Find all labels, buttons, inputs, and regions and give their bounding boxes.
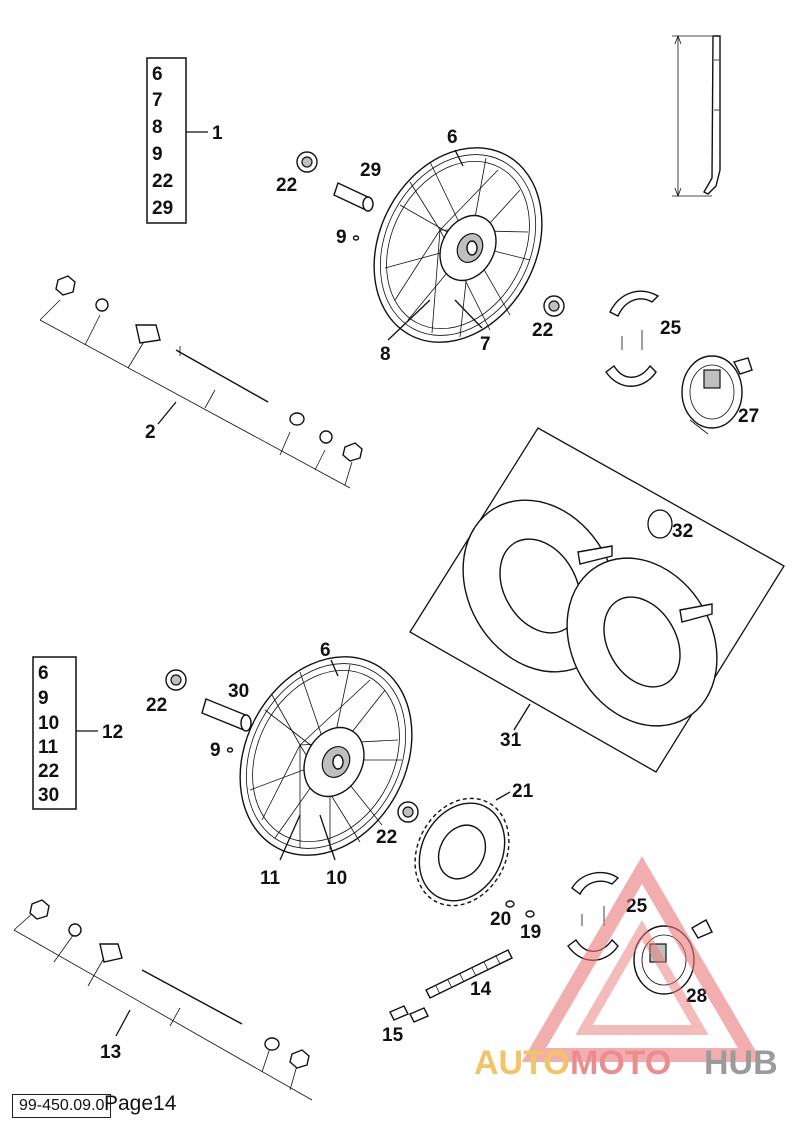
sprocket-nut: [525, 910, 535, 918]
callout-front-spoke-8: 8: [380, 344, 391, 365]
rear-spacer-30: [201, 698, 252, 732]
kit-front-item: 7: [152, 90, 163, 111]
kit-rear-ref: 12: [102, 722, 123, 743]
callout-rear-bearing-right: 22: [376, 827, 397, 848]
kit-rear-item: 6: [38, 663, 49, 684]
callout-sprocket: 21: [512, 781, 534, 802]
callout-circlip: 32: [672, 521, 693, 542]
rear-spacer-9: [226, 747, 234, 753]
front-bearing-left: [296, 151, 318, 173]
kit-rear-item: 11: [38, 737, 59, 758]
callout-rear-bearing-left: 22: [146, 695, 167, 716]
callout-front-spacer-9: 9: [336, 227, 347, 248]
kit-front-item: 9: [152, 144, 163, 165]
front-brake-shoes: [605, 290, 660, 387]
kit-rear-item: 22: [38, 761, 59, 782]
document-code: 99-450.09.0: [12, 1094, 112, 1118]
kit-front-ref: 1: [212, 123, 223, 144]
front-wheel-kit-box: 6 7 8 9 22 29 1: [146, 57, 223, 224]
callout-front-spoke-7: 7: [480, 334, 491, 355]
chain-master-link: [389, 1005, 429, 1023]
spoke-wrench-part: [672, 34, 721, 198]
page-number: Page14: [104, 1092, 177, 1115]
callout-rear-spacer-9: 9: [210, 740, 221, 761]
rear-wheel: [239, 656, 413, 856]
callout-rear-brake-plate: 28: [686, 986, 707, 1007]
callout-front-brake-plate: 27: [738, 406, 759, 427]
kit-front-item: 22: [152, 171, 173, 192]
sprocket-bolt: [505, 900, 515, 908]
callout-front-bearing-right: 22: [532, 320, 553, 341]
front-axle-assembly: [39, 275, 363, 489]
callout-rear-spoke-11: 11: [260, 868, 281, 889]
callout-front-rim: 6: [447, 127, 458, 148]
callout-rear-spacer-30: 30: [228, 681, 249, 702]
watermark-auto: AUTO: [474, 1044, 570, 1082]
front-spacer-29: [333, 182, 374, 212]
kit-front-item: 29: [152, 198, 173, 219]
callout-front-spacer-29: 29: [360, 160, 381, 181]
callout-bolt: 20: [490, 909, 511, 930]
rear-sprocket: [414, 797, 510, 907]
callout-front-axle: 2: [145, 422, 156, 443]
kit-front-item: 8: [152, 117, 163, 138]
rear-axle-assembly: [13, 899, 313, 1101]
callout-chain-link: 15: [382, 1025, 404, 1046]
rear-bearing-left: [165, 669, 187, 691]
front-wheel: [373, 147, 543, 343]
brake-disc-set: [409, 427, 785, 773]
watermark-moto: MOTO: [570, 1044, 671, 1082]
watermark-hub: HUB: [704, 1044, 778, 1082]
kit-rear-item: 9: [38, 688, 49, 709]
kit-front-item: 6: [152, 64, 163, 85]
rear-wheel-kit-box: 6 9 10 11 22 30 12: [32, 656, 123, 810]
callout-nut: 19: [520, 922, 541, 943]
front-spacer-9: [352, 235, 360, 241]
callout-brake-disc-set: 31: [500, 730, 522, 751]
callout-rear-spoke-10: 10: [326, 868, 347, 889]
front-brake-plate: [681, 355, 753, 435]
watermark-logo: AUTO MOTO HUB: [474, 856, 778, 1082]
circlip: [647, 509, 673, 539]
kit-rear-item: 30: [38, 785, 59, 806]
callout-rear-rim: 6: [320, 640, 331, 661]
rear-bearing-right: [397, 801, 419, 823]
kit-rear-item: 10: [38, 713, 59, 734]
callout-front-brake-shoes: 25: [660, 318, 682, 339]
callout-chain: 14: [470, 979, 492, 1000]
callout-front-bearing-left: 22: [276, 175, 297, 196]
callout-rear-axle: 13: [100, 1042, 121, 1063]
drive-chain: [425, 949, 513, 999]
front-bearing-right: [543, 295, 565, 317]
